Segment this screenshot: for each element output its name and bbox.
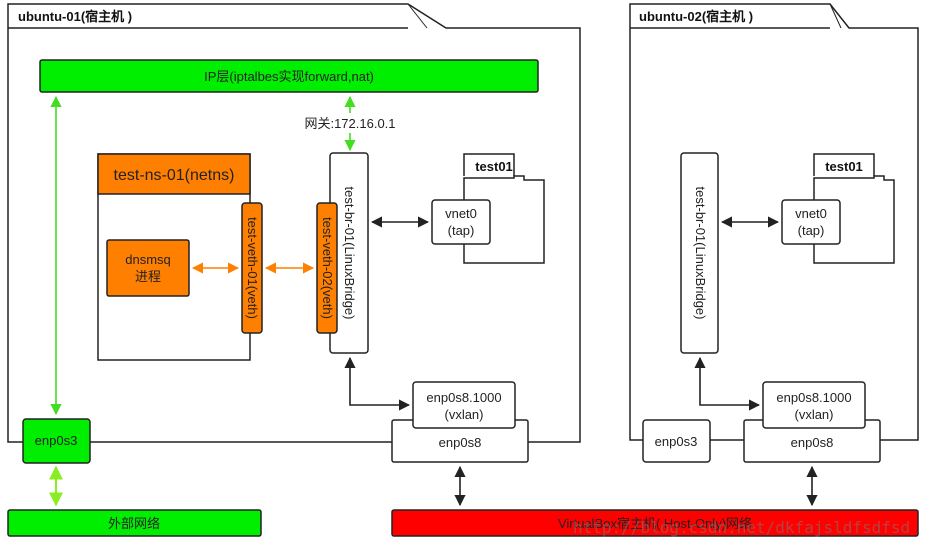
vnet-host2: vnet0 (tap)	[781, 199, 841, 245]
gateway-label: 网关:172.16.0.1	[304, 116, 395, 131]
dnsmasq-label-line1: dnsmsq	[125, 252, 171, 267]
bridge-host2-label: test-br-01(LinuxBridge)	[693, 187, 708, 320]
vxlan-host1-line2: (vxlan)	[444, 407, 483, 422]
enp0s8-host1-label: enp0s8	[439, 435, 482, 450]
veth-01: test-veth-01(veth)	[241, 202, 263, 334]
veth-02: test-veth-02(veth)	[316, 202, 338, 334]
veth-02-label: test-veth-02(veth)	[320, 217, 335, 319]
enp0s8-host2-label: enp0s8	[791, 435, 834, 450]
vnet-host2-line2: (tap)	[798, 223, 825, 238]
host1-title: ubuntu-01(宿主机 )	[18, 9, 132, 24]
netns-title: test-ns-01(netns)	[114, 167, 235, 184]
link-bridge-vxlan-host2	[694, 356, 761, 411]
enp0s8-host1: enp0s8	[391, 419, 529, 463]
link-bridge-vxlan-host1	[344, 356, 411, 411]
enp0s3-host1: enp0s3	[22, 418, 91, 464]
vm-host1-title: test01	[475, 159, 513, 174]
vxlan-host2-line1: enp0s8.1000	[776, 390, 851, 405]
dnsmasq-label-line2: 进程	[135, 269, 161, 284]
enp0s8-host2: enp0s8	[743, 419, 881, 463]
bridge-host2: test-br-01(LinuxBridge)	[680, 152, 719, 354]
watermark-text: http://blog.csdn.net/dkfajsldfsdfsd	[573, 518, 910, 537]
enp0s3-host2: enp0s3	[642, 419, 711, 463]
host2-title: ubuntu-02(宿主机 )	[639, 9, 753, 24]
hostonly-network-label: VirtualBox宿主机( Host-Only)网络	[558, 516, 752, 531]
vm-host2-title: test01	[825, 159, 863, 174]
vxlan-host2-line2: (vxlan)	[794, 407, 833, 422]
ip-layer-label: IP层(iptalbes实现forward,nat)	[204, 69, 374, 84]
vxlan-host1-line1: enp0s8.1000	[426, 390, 501, 405]
vnet-host1-line2: (tap)	[448, 223, 475, 238]
dnsmasq-process: dnsmsq 进程	[106, 239, 190, 297]
enp0s3-host1-label: enp0s3	[35, 433, 78, 448]
vm-host1: test01	[463, 153, 545, 264]
vxlan-host1: enp0s8.1000 (vxlan)	[412, 381, 516, 429]
ip-layer: IP层(iptalbes实现forward,nat)	[39, 59, 539, 93]
external-network-label: 外部网络	[108, 516, 160, 531]
vnet-host2-line1: vnet0	[795, 206, 827, 221]
external-network: 外部网络	[7, 509, 262, 537]
vnet-host1-line1: vnet0	[445, 206, 477, 221]
bridge-host1-label: test-br-01(LinuxBridge)	[342, 187, 357, 320]
veth-01-label: test-veth-01(veth)	[245, 217, 260, 319]
hostonly-network: VirtualBox宿主机( Host-Only)网络	[391, 509, 919, 537]
vxlan-host2: enp0s8.1000 (vxlan)	[762, 381, 866, 429]
vnet-host1: vnet0 (tap)	[431, 199, 491, 245]
enp0s3-host2-label: enp0s3	[655, 434, 698, 449]
